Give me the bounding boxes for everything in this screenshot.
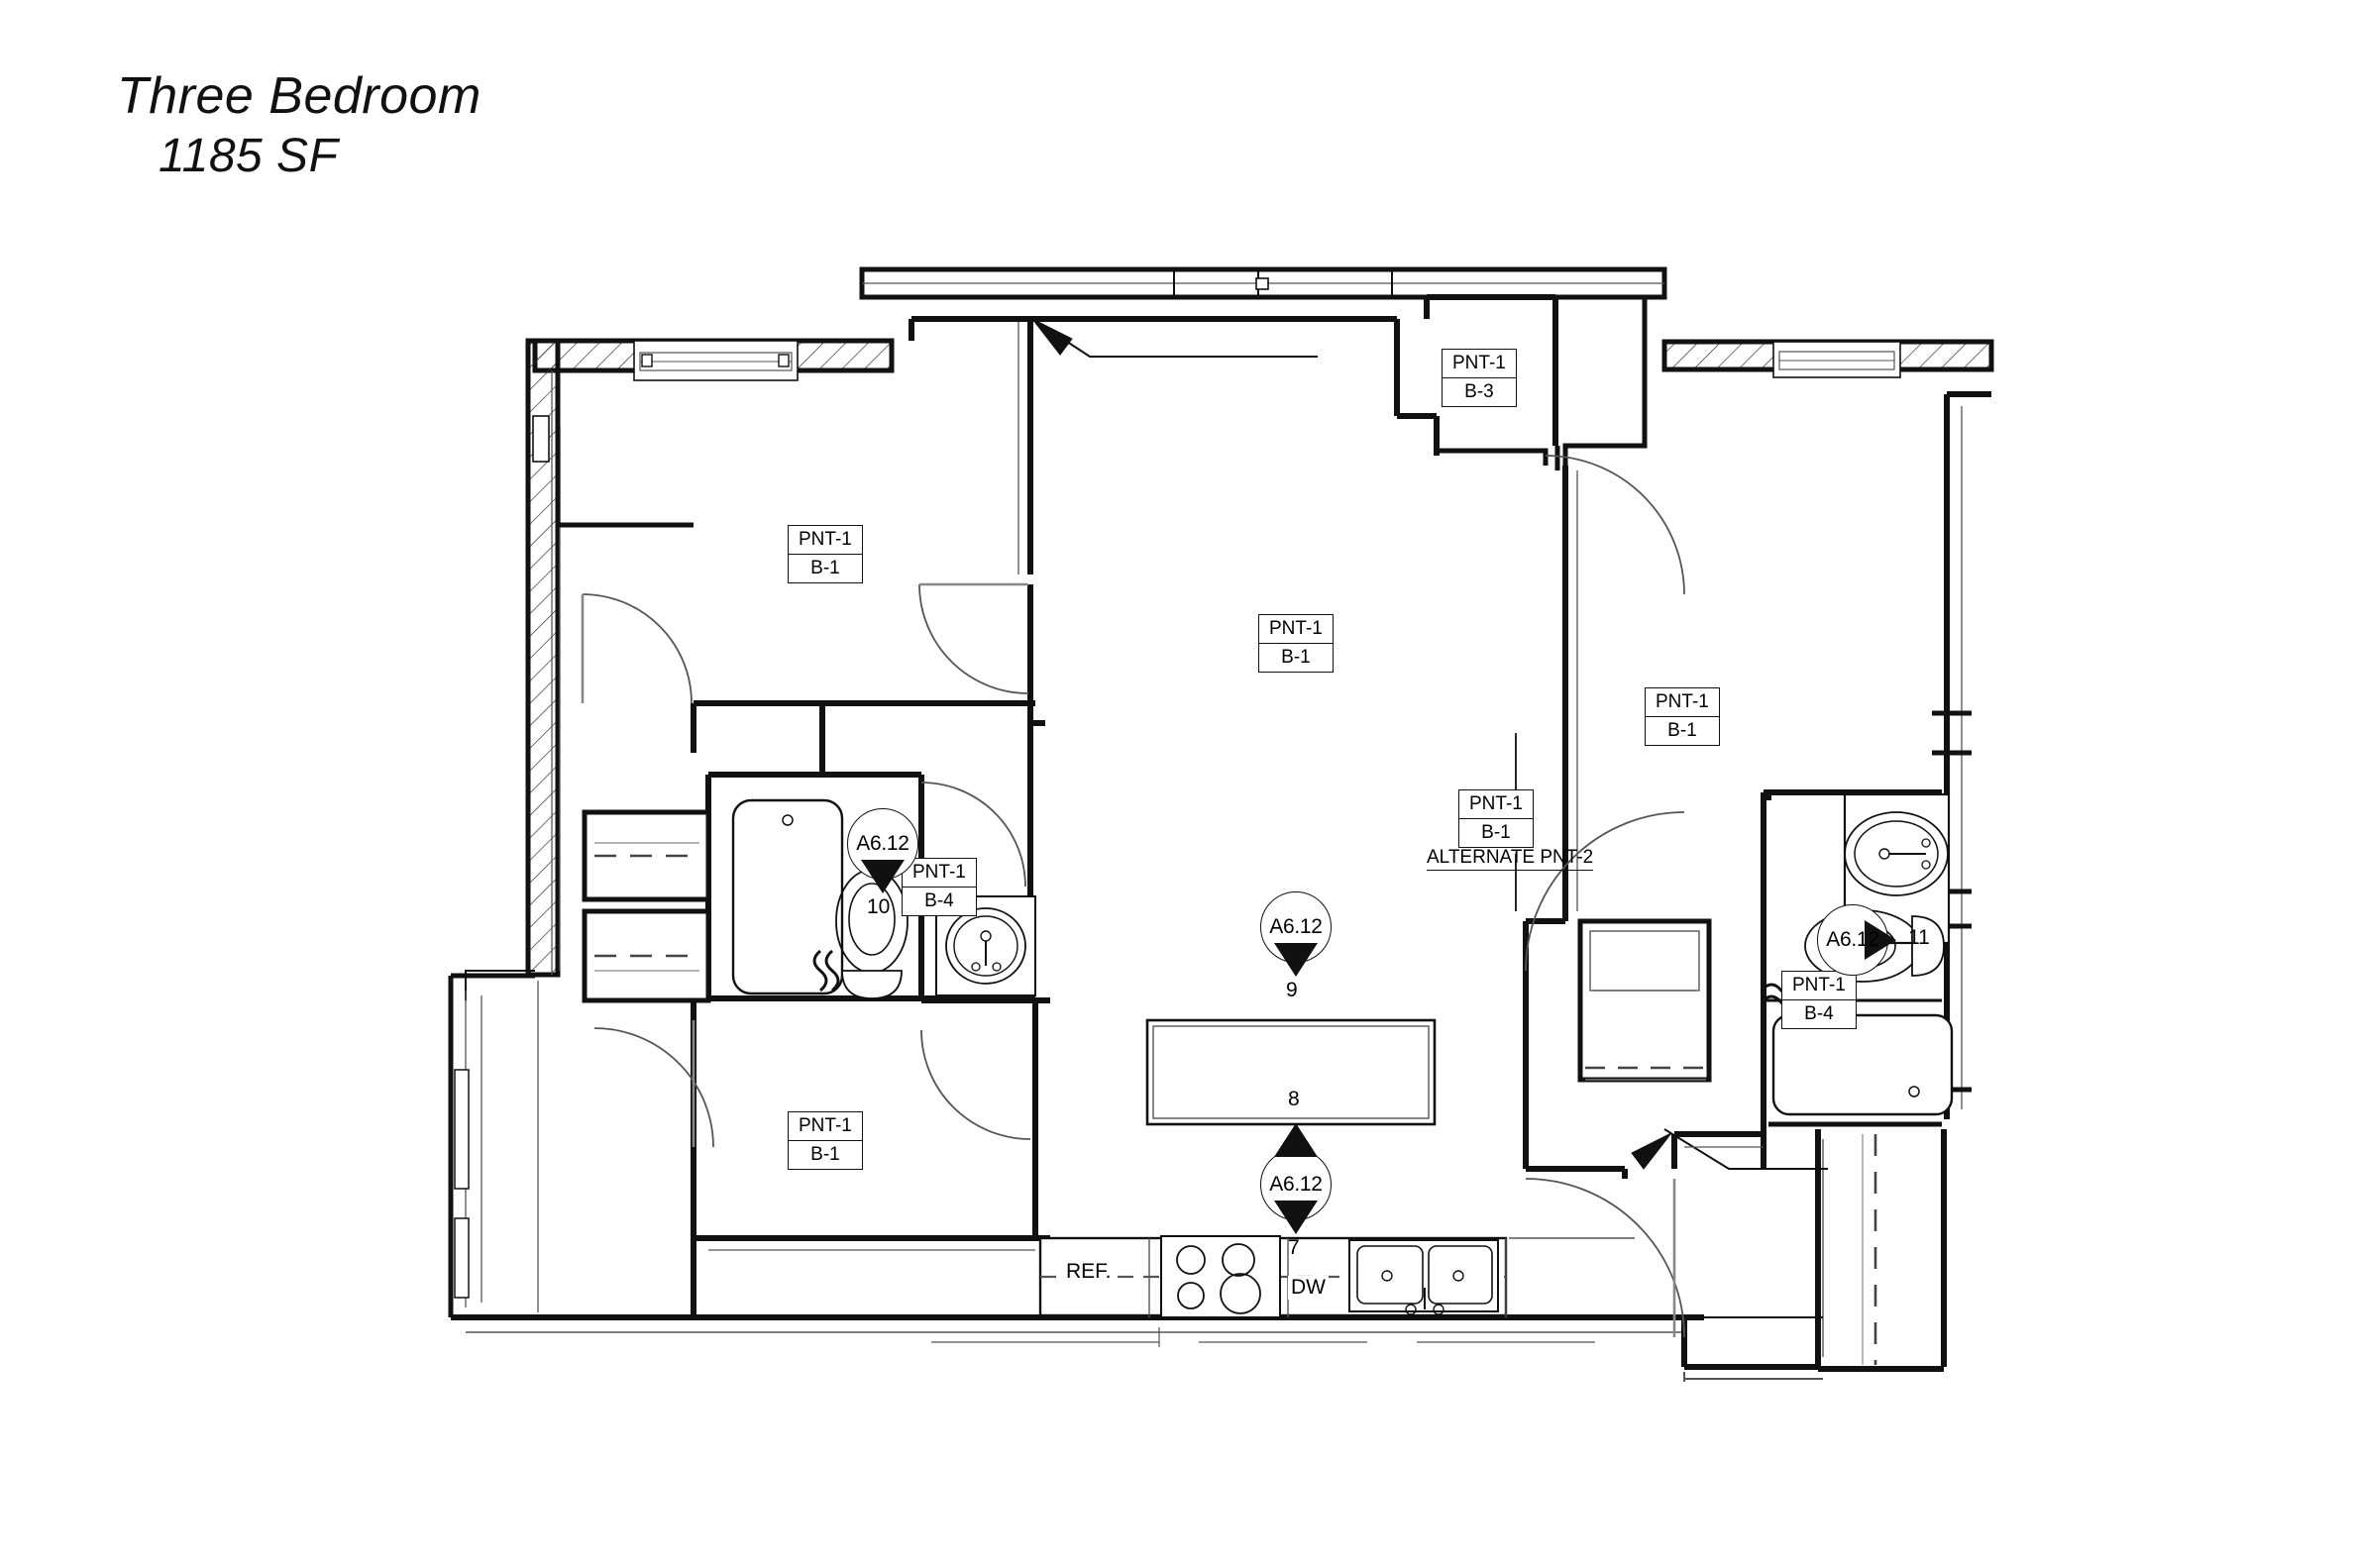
bath1-coil xyxy=(812,949,840,993)
wall-upper-left-window xyxy=(532,338,895,381)
detail-callout-11[interactable]: A6.12 11 xyxy=(1817,904,1930,976)
detail-callout-7-8[interactable]: A6.12 8 7 xyxy=(1260,1088,1332,1259)
finish-tag-base: B-1 xyxy=(1667,720,1697,741)
finish-tag-paint: PNT-1 xyxy=(1259,615,1333,644)
callout-sheet-ref: A6.12 xyxy=(1826,928,1879,951)
kitchen-counters xyxy=(1038,1235,1635,1318)
callout-sheet-ref: A6.12 xyxy=(856,832,909,855)
wall-entry-top xyxy=(909,294,1558,456)
callout-pointer-right-icon xyxy=(1865,920,1896,960)
title-block: Three Bedroom 1185 SF xyxy=(117,69,481,181)
finish-tag-paint: PNT-1 xyxy=(789,526,862,555)
wall-bed1-bottom xyxy=(691,700,1035,753)
wall-left-jog xyxy=(465,370,694,1000)
label-dishwasher: DW xyxy=(1288,1276,1329,1300)
closet-bottom-right xyxy=(1681,1129,1877,1382)
wall-left-exterior xyxy=(525,338,561,978)
finish-tag-paint: PNT-1 xyxy=(1443,350,1516,378)
callout-number-top: 8 xyxy=(1288,1088,1300,1110)
callout-number: 9 xyxy=(1286,979,1298,1001)
wall-top-exterior xyxy=(859,266,1667,300)
wall-right-interior xyxy=(1523,466,1625,1172)
finish-tag-entry-hall[interactable]: PNT-1 B-3 xyxy=(1442,349,1517,407)
callout-pointer-down-icon xyxy=(861,860,905,893)
finish-tag-bedroom-2[interactable]: PNT-1 B-1 xyxy=(788,1111,863,1170)
callout-sheet-ref: A6.12 xyxy=(1269,915,1323,938)
misc-thin-lines xyxy=(537,981,1764,1312)
wall-right-jog-top xyxy=(1562,294,1664,466)
finish-tag-base: B-4 xyxy=(1804,1003,1834,1024)
wall-hall-center xyxy=(691,1000,1050,1317)
callout-sheet-ref: A6.12 xyxy=(1269,1173,1323,1196)
bath2-tub xyxy=(1771,1013,1954,1116)
finish-tag-paint: PNT-1 xyxy=(1646,688,1719,717)
finish-tag-paint: PNT-1 xyxy=(1782,972,1856,1000)
bedroom-3-closet xyxy=(1577,918,1712,1083)
callout-number: 7 xyxy=(1288,1236,1300,1259)
closets-left xyxy=(582,809,711,1003)
wall-lower-left-exterior xyxy=(448,973,535,1317)
finish-tag-base: B-1 xyxy=(810,1144,840,1165)
unit-area-label: 1185 SF xyxy=(159,129,339,182)
finish-tag-paint: PNT-1 xyxy=(789,1112,862,1141)
finish-tag-base: B-1 xyxy=(1281,647,1311,668)
finish-tag-living-room[interactable]: PNT-1 B-1 xyxy=(1258,614,1334,673)
finish-tag-base: B-3 xyxy=(1464,381,1494,402)
detail-callout-10[interactable]: A6.12 10 xyxy=(847,808,918,918)
wall-bottom-exterior xyxy=(451,1314,1704,1347)
bath1-tub xyxy=(731,798,844,995)
callout-pointer-down-icon xyxy=(1274,1201,1318,1234)
wall-lower-right xyxy=(1671,1129,1947,1372)
alternate-paint-note: ALTERNATE PNT-2 xyxy=(1427,847,1594,871)
wall-entry-step xyxy=(1437,446,1560,470)
finish-tag-base: B-1 xyxy=(1481,822,1511,843)
finish-tag-corridor[interactable]: PNT-1 B-1 xyxy=(1458,789,1534,848)
callout-number: 10 xyxy=(867,895,891,918)
callout-pointer-down-icon xyxy=(1274,943,1318,977)
door-swings xyxy=(581,455,1685,1338)
wall-top-right-window xyxy=(1661,339,1994,378)
finish-tag-paint: PNT-1 xyxy=(903,859,976,888)
finish-tag-base: B-4 xyxy=(924,890,954,911)
detail-callout-9[interactable]: A6.12 9 xyxy=(1260,891,1332,1001)
finish-tag-bedroom-3[interactable]: PNT-1 B-1 xyxy=(1645,687,1720,746)
wall-right-exterior xyxy=(1932,391,1991,1119)
finish-tag-bedroom-1[interactable]: PNT-1 B-1 xyxy=(788,525,863,583)
page-title: Three Bedroom xyxy=(117,67,481,125)
callout-number: 11 xyxy=(1908,926,1930,949)
callout-pointer-up-icon xyxy=(1274,1123,1318,1157)
label-refrigerator: REF. xyxy=(1063,1260,1115,1284)
finish-tag-base: B-1 xyxy=(810,558,840,578)
leader-arrowheads xyxy=(1031,318,1672,1170)
finish-tag-paint: PNT-1 xyxy=(1459,790,1533,819)
finish-tag-bathroom-2[interactable]: PNT-1 B-4 xyxy=(1781,971,1857,1029)
finish-tag-bathroom-1[interactable]: PNT-1 B-4 xyxy=(902,858,977,916)
